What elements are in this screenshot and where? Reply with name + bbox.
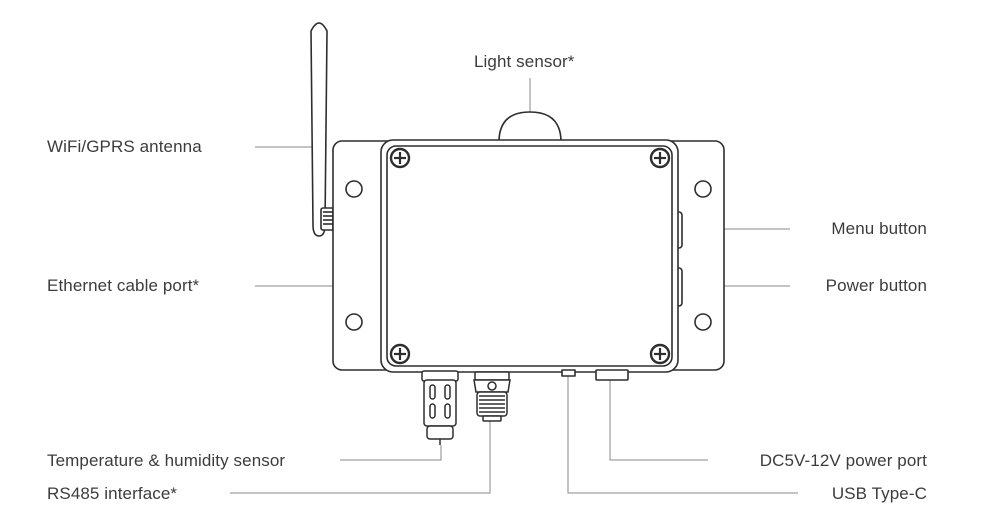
- mount-hole-bottom-left: [345, 313, 363, 331]
- screw-top-right: [649, 147, 671, 169]
- enclosure-lid: [386, 145, 673, 367]
- usb-port-shape: [561, 369, 576, 377]
- label-ethernet-port: Ethernet cable port*: [47, 276, 200, 295]
- screw-top-left: [389, 147, 411, 169]
- label-temp-humidity: Temperature & humidity sensor: [47, 451, 286, 470]
- label-dc-power-port: DC5V-12V power port: [759, 451, 927, 470]
- rs485-gland: [473, 371, 511, 422]
- label-light-sensor: Light sensor*: [474, 52, 575, 71]
- leader-usb-type-c: [567, 376, 798, 494]
- mount-hole-top-left: [345, 180, 363, 198]
- mount-hole-top-right: [694, 180, 712, 198]
- leader-lines: [230, 78, 798, 494]
- dc-port-shape: [595, 369, 629, 381]
- screw-bottom-left: [389, 343, 411, 365]
- light-sensor-dome: [498, 111, 562, 143]
- leader-temp-humidity: [340, 445, 442, 461]
- label-wifi-antenna: WiFi/GPRS antenna: [47, 137, 202, 156]
- label-usb-type-c: USB Type-C: [831, 484, 927, 503]
- temp-humidity-probe: [421, 370, 459, 445]
- screws: [389, 147, 671, 365]
- mount-hole-bottom-right: [694, 313, 712, 331]
- label-menu-button: Menu button: [831, 219, 927, 238]
- label-power-button: Power button: [825, 276, 927, 295]
- leader-dc-power: [609, 380, 708, 461]
- label-rs485: RS485 interface*: [47, 484, 178, 503]
- leader-rs485: [230, 420, 491, 494]
- screw-bottom-right: [649, 343, 671, 365]
